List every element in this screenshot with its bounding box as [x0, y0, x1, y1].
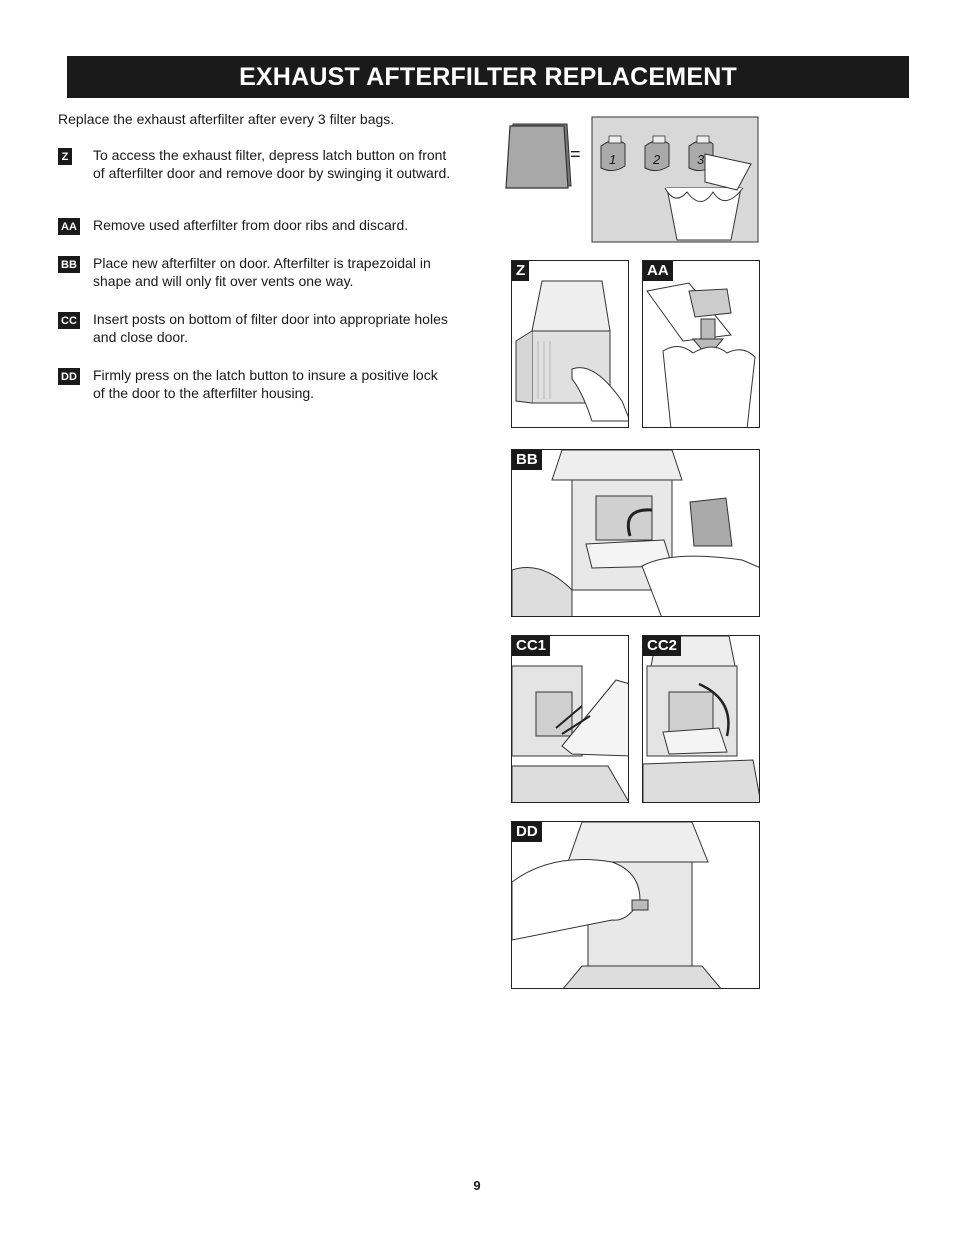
step-text: To access the exhaust filter, depress la… — [93, 147, 451, 181]
step-badge: BB — [58, 256, 80, 273]
panel-label: DD — [512, 822, 542, 842]
step-text: Insert posts on bottom of filter door in… — [93, 311, 448, 345]
step-z: Z To access the exhaust filter, depress … — [58, 146, 458, 202]
insert-posts-illustration — [512, 665, 628, 802]
panel-bb: BB — [511, 449, 760, 617]
title-bar: EXHAUST AFTERFILTER REPLACEMENT — [67, 56, 909, 98]
step-text: Remove used afterfilter from door ribs a… — [93, 217, 409, 233]
panel-label: CC1 — [512, 636, 551, 656]
panel-cc1: CC1 — [511, 635, 629, 803]
bag-number: 2 — [653, 152, 661, 167]
step-text: Firmly press on the latch button to insu… — [93, 367, 438, 401]
step-cc: CC Insert posts on bottom of filter door… — [58, 310, 458, 348]
step-badge: CC — [58, 312, 80, 329]
step-badge: Z — [58, 148, 72, 165]
panel-aa: AA — [642, 260, 760, 428]
intro-text: Replace the exhaust afterfilter after ev… — [58, 111, 395, 127]
press-latch-illustration — [512, 822, 721, 988]
step-dd: DD Firmly press on the latch button to i… — [58, 366, 458, 404]
page-title: EXHAUST AFTERFILTER REPLACEMENT — [239, 62, 737, 91]
panel-z: Z — [511, 260, 629, 428]
panel-label: BB — [512, 450, 542, 470]
close-door-illustration — [643, 636, 759, 802]
step-bb: BB Place new afterfilter on door. Afterf… — [58, 254, 458, 292]
step-badge: DD — [58, 368, 80, 385]
panel-label: CC2 — [643, 636, 682, 656]
step-aa: AA Remove used afterfilter from door rib… — [58, 216, 458, 238]
equals-sign: = — [570, 144, 581, 164]
page-number: 9 — [473, 1178, 481, 1193]
afterfilter-illustration — [505, 116, 759, 243]
step-badge: AA — [58, 218, 80, 235]
open-door-illustration — [515, 280, 628, 422]
place-filter-illustration — [512, 450, 759, 616]
panel-label: Z — [512, 261, 530, 281]
discard-filter-illustration — [646, 282, 756, 427]
filter-equals-bags-figure: = 1 2 3 — [505, 116, 761, 244]
panel-label: AA — [643, 261, 673, 281]
panel-dd: DD — [511, 821, 760, 989]
panel-cc2: CC2 — [642, 635, 760, 803]
bag-number: 1 — [609, 152, 617, 167]
step-text: Place new afterfilter on door. Afterfilt… — [93, 255, 431, 289]
bag-number: 3 — [697, 152, 705, 167]
